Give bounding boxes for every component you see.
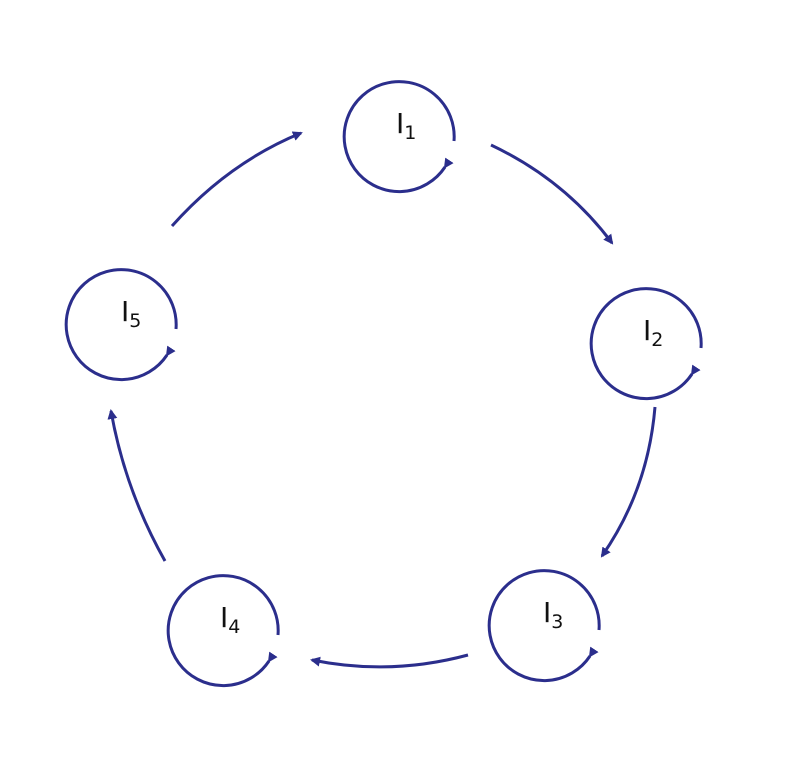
node-i5: I5 [64,268,178,382]
node-label-i4: I4 [220,601,240,638]
edge-i1-to-i2 [490,143,614,245]
node-subscript-i3: 3 [551,611,563,633]
edge-i5-to-i1 [170,131,303,227]
node-subscript-i1: 1 [404,122,416,144]
node-i4: I4 [166,574,280,688]
node-letter-i1: I [396,107,404,140]
self-loop-i4 [166,574,280,688]
node-label-i2: I2 [643,314,663,351]
self-loop-i5 [64,268,178,382]
node-i2: I2 [589,287,703,401]
node-label-i3: I3 [543,596,563,633]
node-subscript-i5: 5 [129,310,141,332]
self-loop-i3 [487,569,601,683]
edge-i4-to-i5 [107,409,167,562]
edge-i3-to-i4 [310,653,469,669]
node-subscript-i4: 4 [228,616,240,638]
node-label-i5: I5 [121,295,141,332]
edge-i2-to-i3 [600,406,657,558]
self-loop-i2 [589,287,703,401]
node-letter-i5: I [121,295,129,328]
edges [107,131,657,669]
node-label-i1: I1 [396,107,416,144]
node-letter-i2: I [643,314,651,347]
node-i1: I1 [342,80,456,194]
node-letter-i4: I [220,601,228,634]
node-subscript-i2: 2 [651,329,663,351]
node-letter-i3: I [543,596,551,629]
node-i3: I3 [487,569,601,683]
self-loop-i1 [342,80,456,194]
